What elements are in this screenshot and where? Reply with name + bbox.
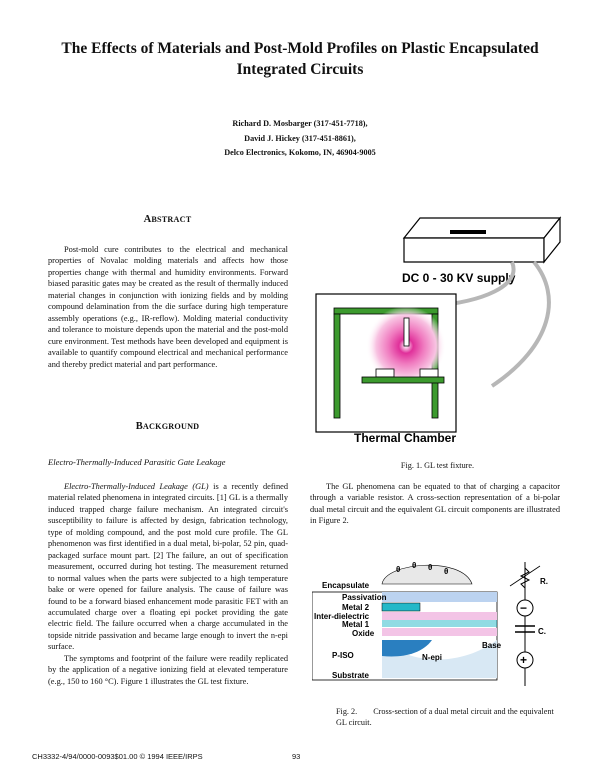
metal-2-layer [381, 602, 421, 612]
layer-label-inter-dielectric: Inter-dielectric [314, 612, 370, 621]
background-body: Electro-Thermally-Induced Leakage (GL) i… [48, 482, 288, 686]
copyright-line: CH3332-4/94/0000-0093$01.00 © 1994 IEEE/… [32, 752, 203, 761]
figure-1-test-fixture: DC 0 - 30 KV supply Thermal Chamber [315, 216, 562, 445]
encapsulate-dome [381, 564, 473, 585]
cable-ground [490, 260, 551, 388]
power-supply-box [402, 216, 562, 264]
plus-symbol: + [520, 653, 527, 667]
paper-title: The Effects of Materials and Post-Mold P… [61, 40, 539, 78]
charge-symbol: θ [428, 563, 432, 572]
test-board [361, 368, 445, 384]
passivation-layer [382, 592, 497, 602]
layer-label-passivation: Passivation [342, 593, 387, 602]
chamber-label: Thermal Chamber [354, 431, 456, 445]
layer-label-base: Base [482, 641, 502, 650]
charge-symbol: θ [396, 565, 400, 574]
p-iso-region [382, 640, 432, 657]
layer-label-metal-2: Metal 2 [342, 603, 370, 612]
section-subheading: Electro-Thermally-Induced Parasitic Gate… [48, 457, 226, 467]
resistor-label: R. [540, 577, 548, 586]
resistor-symbol [519, 567, 531, 589]
figure-2-cross-section: θ θ θ θ Encapsulate Passivation Metal 2 … [312, 561, 548, 686]
layer-label-metal-1: Metal 1 [342, 620, 370, 629]
author-2: David J. Hickey (317-451-8861), [244, 133, 356, 143]
inter-dielectric-layer [382, 612, 497, 620]
layer-label-p-iso: P-ISO [332, 651, 354, 660]
layer-label-oxide: Oxide [352, 629, 375, 638]
layer-label-encapsulate: Encapsulate [322, 581, 370, 590]
layer-label-n-epi: N-epi [422, 653, 442, 662]
negative-charge-icon [516, 599, 534, 617]
supply-label: DC 0 - 30 KV supply [402, 271, 516, 285]
charge-symbol: θ [412, 561, 416, 570]
charge-symbol: θ [444, 567, 448, 576]
author-block: Richard D. Mosbarger (317-451-7718), Dav… [150, 117, 450, 161]
figure-2-caption: Fig. 2. Cross-section of a dual metal ci… [336, 707, 554, 727]
abstract-heading: ABSTRACT [143, 214, 192, 225]
background-heading: BACKGROUND [135, 421, 200, 432]
oxide-layer [382, 628, 497, 636]
abstract-body: Post-mold cure contributes to the electr… [48, 245, 288, 369]
affiliation: Delco Electronics, Kokomo, IN, 46904-900… [224, 148, 376, 157]
minus-symbol: − [520, 601, 527, 615]
page-number: 93 [292, 752, 301, 761]
capacitor-label: C. [538, 627, 546, 636]
metal-1-layer [382, 620, 497, 627]
positive-charge-icon [516, 651, 534, 669]
variable-arrow [509, 565, 541, 587]
electrode [403, 317, 410, 347]
layer-label-substrate: Substrate [332, 671, 369, 680]
author-1: Richard D. Mosbarger (317-451-7718), [232, 119, 368, 128]
figure-1-caption: Fig. 1. GL test fixture. [400, 461, 475, 470]
n-epi-region [382, 640, 497, 678]
right-column-body: The GL phenomena can be equated to that … [310, 482, 560, 526]
